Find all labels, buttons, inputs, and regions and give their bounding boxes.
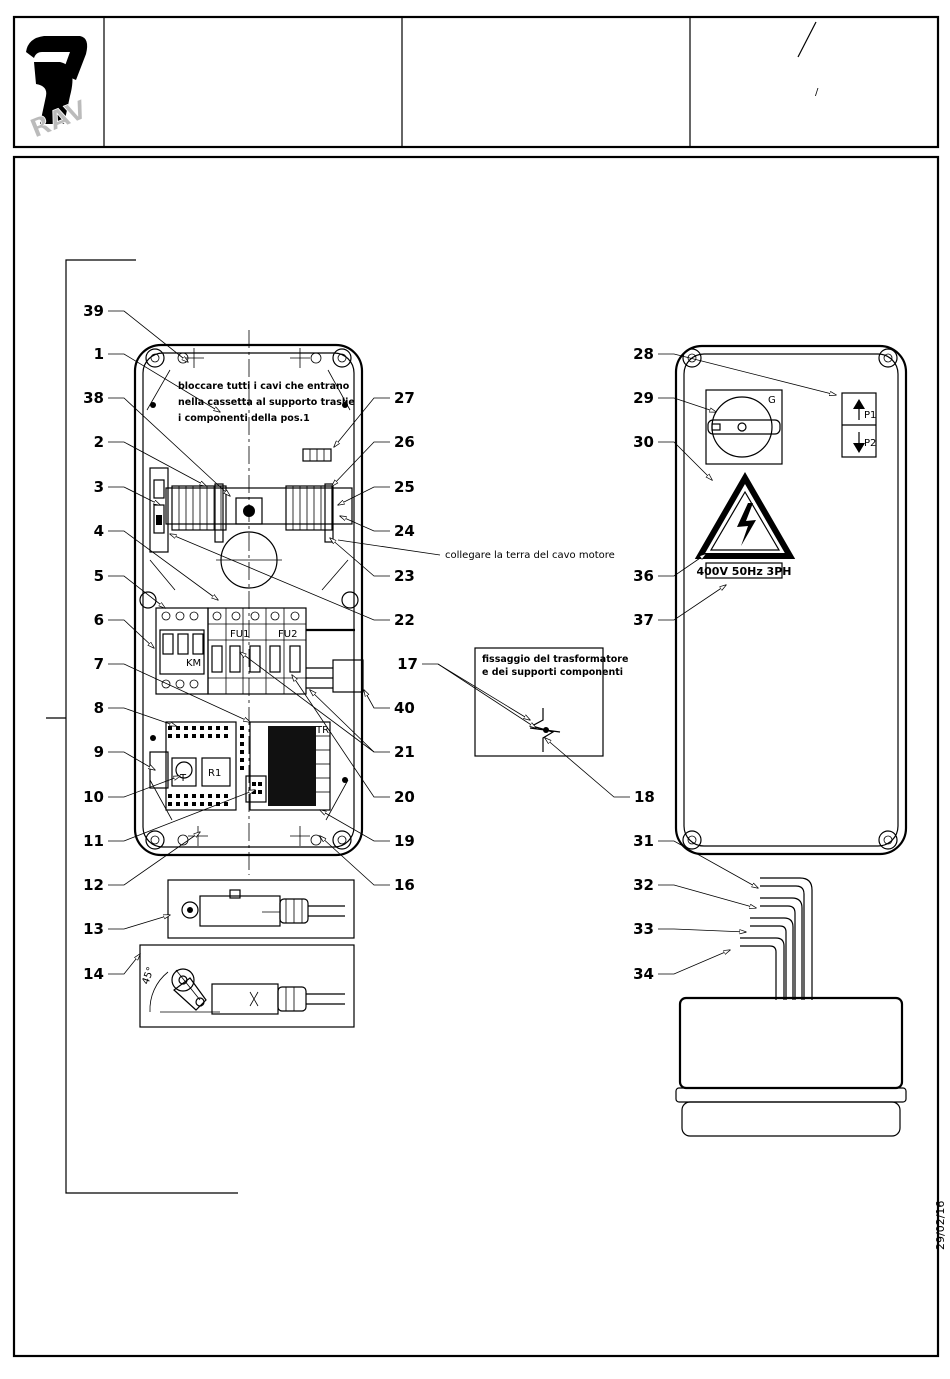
callout-6: 6 (94, 611, 104, 629)
date-label: 29/02/16 (934, 1201, 947, 1250)
callout-28: 28 (633, 345, 654, 363)
callout-9: 9 (94, 743, 104, 761)
pushbutton-station: P1 P2 (841, 392, 877, 458)
t-label: T (179, 773, 187, 784)
callout-18: 18 (634, 788, 655, 806)
callout-22: 22 (394, 611, 415, 629)
km-label: KM (186, 658, 201, 669)
warning-triangle (694, 471, 796, 559)
enclosure-cover (674, 344, 908, 856)
switch-mark: G (768, 395, 776, 406)
callout-34: 34 (633, 965, 654, 983)
callout-20: 20 (394, 788, 415, 806)
central-connector (235, 497, 263, 525)
main-switch: G (705, 389, 783, 465)
svg-text:bloccare tutti i cavi che entr: bloccare tutti i cavi che entrano (178, 381, 350, 392)
callout-14: 14 (83, 965, 104, 983)
callout-29: 29 (633, 389, 654, 407)
callout-11: 11 (83, 832, 104, 850)
callout-16: 16 (394, 876, 415, 894)
callout-32: 32 (633, 876, 654, 894)
callout-37: 37 (633, 611, 654, 629)
svg-text:nella cassetta al supporto tra: nella cassetta al supporto traslie (178, 397, 355, 408)
title-cell-4: / (815, 87, 819, 98)
enclosure-interior (133, 330, 364, 875)
callout-12: 12 (83, 876, 104, 894)
callout-2: 2 (94, 433, 104, 451)
callout-31: 31 (633, 832, 654, 850)
angle-label: 45° (140, 966, 156, 986)
callout-1: 1 (94, 345, 104, 363)
callout-33: 33 (633, 920, 654, 938)
main-frame (12, 155, 940, 1358)
terminal-block-left (165, 483, 353, 543)
fu2-label: FU2 (278, 629, 297, 640)
rav-logo: RAV (26, 36, 92, 145)
ground-terminal (302, 448, 332, 462)
transformer-fix-detail: fissaggio del trasformatore e dei suppor… (474, 647, 628, 757)
callout-26: 26 (394, 433, 415, 451)
transformer-tr: TR (245, 721, 331, 811)
callout-39: 39 (83, 302, 104, 320)
fuse-holders: FU1 FU2 (207, 607, 307, 695)
callout-27: 27 (394, 389, 415, 407)
callout-40: 40 (394, 699, 415, 717)
svg-text:e dei supporti componenti: e dei supporti componenti (482, 667, 623, 678)
callout-10: 10 (83, 788, 104, 806)
terminal-block-right (285, 483, 334, 543)
callout-21: 21 (394, 743, 415, 761)
voltage-label: 400V 50Hz 3PH (697, 565, 792, 578)
callout-4: 4 (94, 522, 104, 540)
svg-text:i componenti della pos.1: i componenti della pos.1 (178, 413, 310, 424)
callout-5: 5 (94, 567, 104, 585)
callout-leaders (108, 310, 836, 975)
callout-25: 25 (394, 478, 415, 496)
section-bracket (46, 259, 238, 1194)
callout-numbers: 39 1 38 2 3 4 5 6 7 8 9 10 11 12 13 14 2… (83, 302, 655, 983)
contactor-km: KM (155, 607, 209, 695)
callout-13: 13 (83, 920, 104, 938)
callout-36: 36 (633, 567, 654, 585)
voltage-plate: 400V 50Hz 3PH (697, 562, 792, 579)
callout-38: 38 (83, 389, 104, 407)
limit-switch-13 (167, 879, 355, 939)
bracket-40 (306, 659, 364, 693)
title-slash (797, 21, 817, 58)
callout-7: 7 (94, 655, 104, 673)
callout-19: 19 (394, 832, 415, 850)
tr-label: TR (315, 725, 329, 736)
callout-8: 8 (94, 699, 104, 717)
cables (740, 877, 813, 1000)
fu1-label: FU1 (230, 629, 249, 640)
r1-label: R1 (208, 768, 221, 779)
callout-3: 3 (94, 478, 104, 496)
limit-switch-14: 45° (139, 944, 355, 1028)
svg-text:fissaggio del trasformatore: fissaggio del trasformatore (482, 654, 628, 665)
fuse-carrier-vertical (149, 467, 169, 553)
motor-housing (675, 996, 907, 1137)
cable-lock-note: bloccare tutti i cavi che entrano nella … (178, 381, 355, 424)
title-block: / (12, 15, 940, 149)
callout-24: 24 (394, 522, 415, 540)
p1-label: P1 (864, 410, 876, 421)
p2-label: P2 (864, 438, 876, 449)
control-board: T R1 (149, 721, 262, 811)
ground-note: collegare la terra del cavo motore (445, 550, 615, 561)
callout-17: 17 (397, 655, 418, 673)
callout-23: 23 (394, 567, 415, 585)
callout-30: 30 (633, 433, 654, 451)
